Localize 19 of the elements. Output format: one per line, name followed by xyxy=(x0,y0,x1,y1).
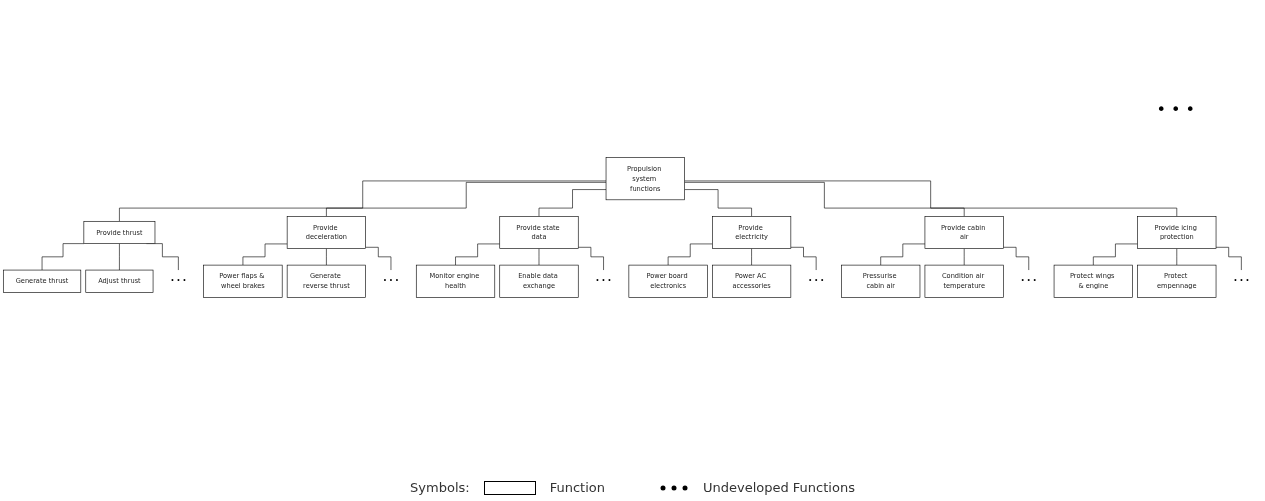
connector xyxy=(684,180,1178,217)
connector xyxy=(963,248,965,266)
connector xyxy=(1093,243,1138,266)
connector xyxy=(751,248,752,266)
connector xyxy=(684,182,965,217)
connector xyxy=(119,180,607,222)
connector xyxy=(577,246,604,271)
legend-text: Function xyxy=(549,480,605,495)
legend-title: Symbols: xyxy=(410,480,470,495)
connector xyxy=(119,243,120,271)
legend-text: Undeveloped Functions xyxy=(702,480,855,495)
connector xyxy=(1176,248,1178,266)
connector xyxy=(538,189,607,217)
ellipsis: • • • xyxy=(1156,100,1195,119)
connector xyxy=(1003,246,1030,271)
connector xyxy=(326,182,607,217)
connector xyxy=(684,189,752,217)
connector xyxy=(455,243,501,266)
connector xyxy=(326,248,327,266)
